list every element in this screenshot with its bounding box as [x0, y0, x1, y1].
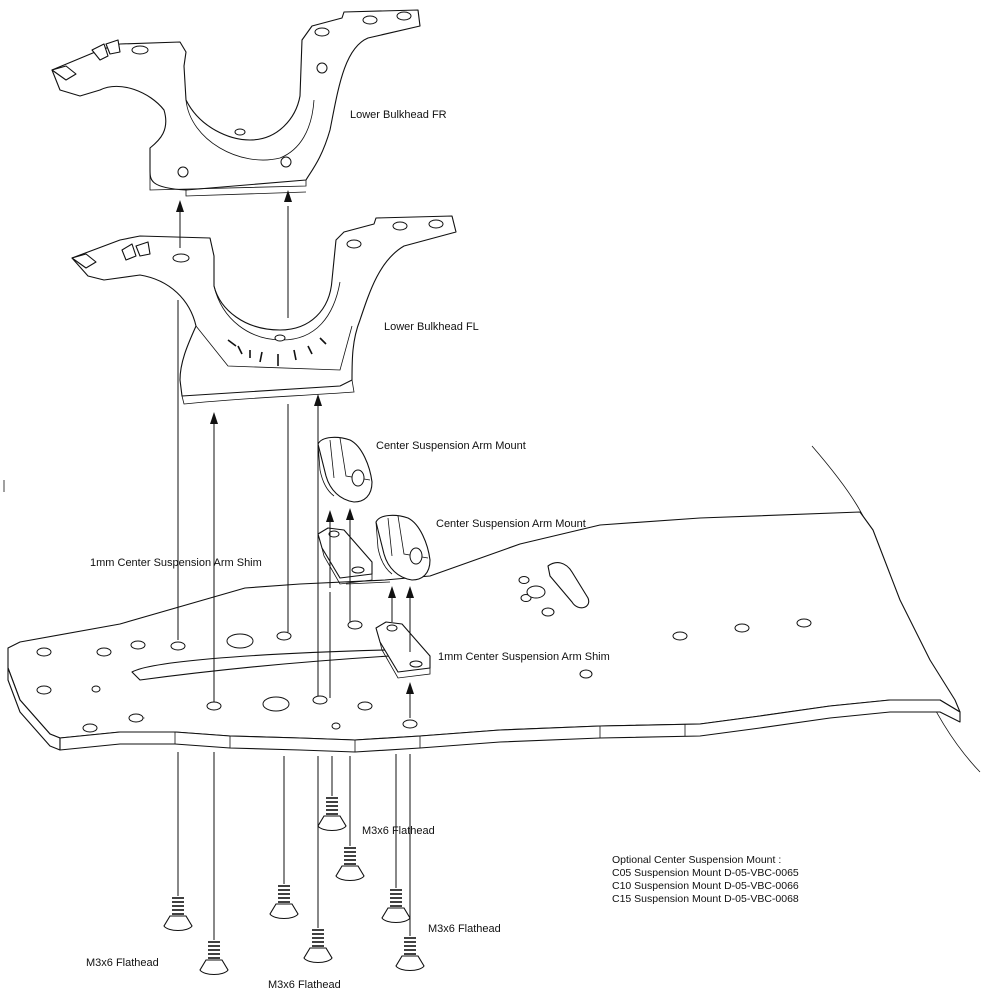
screw	[382, 890, 410, 923]
screw	[396, 938, 424, 971]
optional-mount-note: Optional Center Suspension Mount : C05 S…	[612, 854, 799, 905]
screw	[270, 886, 298, 919]
center-mount-upper	[318, 437, 372, 502]
screw	[200, 942, 228, 975]
label-screw-right: M3x6 Flathead	[428, 923, 501, 935]
shim-left	[318, 528, 372, 584]
label-screw-center: M3x6 Flathead	[362, 825, 435, 837]
bulkhead-fl-body	[72, 216, 456, 396]
label-center-mount-lower: Center Suspension Arm Mount	[436, 518, 586, 530]
screw	[336, 848, 364, 881]
chassis-plate	[8, 446, 980, 772]
label-shim-left: 1mm Center Suspension Arm Shim	[90, 557, 262, 569]
screw	[304, 930, 332, 963]
note-line: C05 Suspension Mount D-05-VBC-0065	[612, 867, 799, 879]
note-line: C15 Suspension Mount D-05-VBC-0068	[612, 893, 799, 905]
label-center-mount-upper: Center Suspension Arm Mount	[376, 440, 526, 452]
label-screw-bottom: M3x6 Flathead	[268, 979, 341, 991]
label-shim-right: 1mm Center Suspension Arm Shim	[438, 651, 610, 663]
label-screw-left: M3x6 Flathead	[86, 957, 159, 969]
note-line: C10 Suspension Mount D-05-VBC-0066	[612, 880, 799, 892]
chassis-top-surface	[8, 512, 960, 740]
screw	[164, 898, 192, 931]
bulkhead-fr-body	[52, 10, 420, 190]
note-line: Optional Center Suspension Mount :	[612, 854, 781, 866]
label-lower-bulkhead-fr: Lower Bulkhead FR	[350, 109, 447, 121]
center-mount-lower	[376, 515, 430, 580]
screw	[318, 798, 346, 831]
lower-bulkhead-fl	[72, 216, 456, 404]
lower-bulkhead-fr	[52, 10, 420, 196]
label-lower-bulkhead-fl: Lower Bulkhead FL	[384, 321, 479, 333]
